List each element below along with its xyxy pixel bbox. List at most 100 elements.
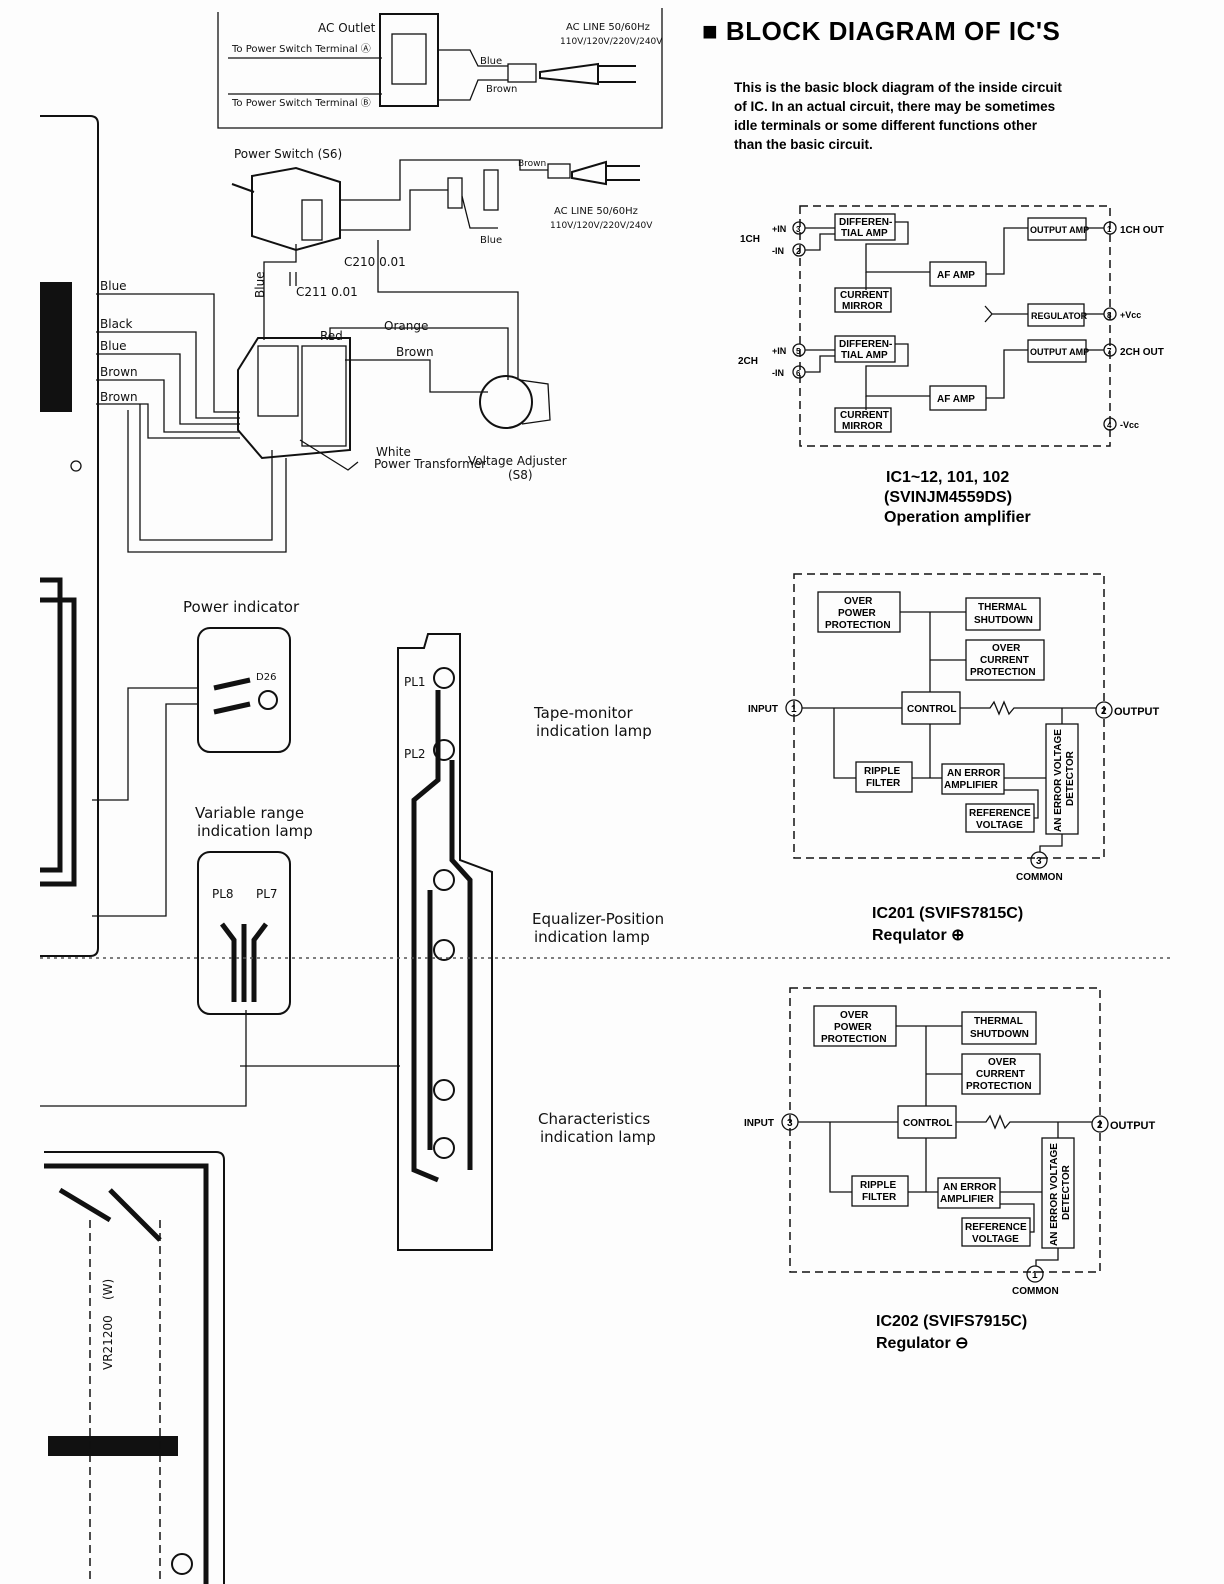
regulator-block xyxy=(1027,303,1085,327)
voltage-adjuster[interactable] xyxy=(479,375,533,429)
voltage-adjuster-body xyxy=(519,379,551,425)
harness-wire-5 xyxy=(96,403,240,439)
wire-blue-1 xyxy=(438,49,508,67)
ic201-block-diagram: OVER POWER PROTECTION THERMAL SHUTDOWN O… xyxy=(748,573,1160,944)
ic201-over-current-l3: PROTECTION xyxy=(970,667,1036,678)
c210-label: C210 0.01 xyxy=(344,255,406,269)
ic201-reference-l2: VOLTAGE xyxy=(976,820,1023,831)
ic202-over-power-l1: OVER xyxy=(840,1010,869,1021)
vr-label: VR21200 xyxy=(101,1315,115,1370)
characteristics-label-1: Characteristics xyxy=(538,1110,650,1128)
ic201-reference-l1: REFERENCE xyxy=(969,808,1031,819)
lamp-boards: Power indicator D26 Variable range indic… xyxy=(40,598,1170,1584)
power-indicator-pcb xyxy=(197,627,291,753)
wire-blue-vertical-label: Blue xyxy=(253,271,267,298)
lower-pcb-trace-1 xyxy=(44,1163,209,1584)
ic202-over-current-l2: CURRENT xyxy=(976,1069,1025,1080)
ic202-thermal-l1: THERMAL xyxy=(974,1016,1023,1027)
ac-line-voltages-2: 110V/120V/220V/240V xyxy=(550,221,653,231)
voltage-adjuster-label: Voltage Adjuster xyxy=(468,454,567,468)
diff-amp-1-l2: TIAL AMP xyxy=(841,228,888,239)
ic202-control-label: CONTROL xyxy=(903,1118,952,1129)
lower-pcb-trace-2 xyxy=(58,1187,162,1242)
main-pcb-trace-2 xyxy=(40,597,77,887)
ac-outlet-label: AC Outlet xyxy=(318,21,376,35)
opamp-vcc-plus: +Vcc xyxy=(1120,310,1141,320)
ic202-ripple-l1: RIPPLE xyxy=(860,1180,896,1191)
wire-brown-label-1: Brown xyxy=(486,84,517,95)
lamp-pl2 xyxy=(433,739,455,761)
harness-wire-1 xyxy=(96,293,240,413)
opamp-ch1-label: 1CH xyxy=(740,234,760,245)
opamp-diff1-wire xyxy=(865,221,930,273)
regulator-label: REGULATOR xyxy=(1031,311,1088,321)
tape-monitor-label-2: indication lamp xyxy=(536,722,652,740)
ic201-over-power-l1: OVER xyxy=(844,596,873,607)
harness-wire-4 xyxy=(96,379,240,433)
af-amp-2-label: AF AMP xyxy=(937,394,975,405)
ac-outlet-socket xyxy=(391,33,427,85)
lamp-strip-trace-1 xyxy=(411,690,441,1183)
lamp-pl1 xyxy=(433,667,455,689)
regulator-in-wire xyxy=(984,305,1028,323)
opamp-af1-wire xyxy=(986,227,1028,275)
af-amp-1-label: AF AMP xyxy=(937,270,975,281)
opamp-caption-3: Operation amplifier xyxy=(884,509,1031,526)
opamp-af2-wire xyxy=(986,349,1028,399)
power-indicator-traces xyxy=(213,677,251,715)
ic202-error-amp-l1: AN ERROR xyxy=(943,1182,997,1193)
wire-brown-2 xyxy=(340,159,548,201)
current-mirror-2-l2: MIRROR xyxy=(842,421,883,432)
ic201-error-amp-l2: AMPLIFIER xyxy=(944,780,999,791)
ic202-input-label: INPUT xyxy=(744,1118,774,1129)
wire-brown-label-3: Brown xyxy=(396,345,434,359)
ic201-control-label: CONTROL xyxy=(907,704,956,715)
opamp-out2-label: 2CH OUT xyxy=(1120,347,1164,358)
vr-w-label: (W) xyxy=(101,1279,115,1300)
ac-outlet-body xyxy=(379,13,439,107)
ic201-ripple xyxy=(855,761,913,793)
pl8-label: PL8 xyxy=(212,887,234,901)
ic201-thermal-l1: THERMAL xyxy=(978,602,1027,613)
wire-variable-range xyxy=(40,1010,247,1107)
wire-brown-label-2: Brown xyxy=(518,159,546,169)
wire-orange xyxy=(329,327,509,380)
main-pcb-hole xyxy=(70,460,82,472)
lamp-strip-trace-2 xyxy=(449,760,473,1170)
ac-plug-1 xyxy=(539,62,599,86)
ic201-error-amp xyxy=(941,763,1005,795)
wire-c210 xyxy=(377,240,519,378)
opamp-pin-7-num: 7 xyxy=(1107,347,1112,356)
ic201-output-label: OUTPUT xyxy=(1114,706,1160,718)
output-amp-2-label: OUTPUT AMP xyxy=(1030,347,1089,357)
ic202-reference-l2: VOLTAGE xyxy=(972,1234,1019,1245)
ic201-pin-common xyxy=(1030,851,1048,869)
ic202-ripple-wire xyxy=(829,1122,852,1193)
characteristics-label-2: indication lamp xyxy=(540,1128,656,1146)
section-intro: This is the basic block diagram of the i… xyxy=(734,80,1062,152)
ic202-ripple xyxy=(851,1175,909,1207)
ac-line-label-2: AC LINE 50/60Hz xyxy=(554,206,638,217)
wire-switch-terminal xyxy=(340,189,448,231)
lamp-pl6 xyxy=(433,1137,455,1159)
wire-white-label: White xyxy=(376,445,411,459)
opamp-pin-7 xyxy=(1103,343,1117,357)
voltage-adjuster-ref: (S8) xyxy=(508,468,533,482)
opamp-pin-1 xyxy=(1103,221,1117,235)
wire-red-label: Red xyxy=(320,329,343,343)
diff-amp-1-l1: DIFFEREN- xyxy=(839,217,892,228)
ic201-over-current-l1: OVER xyxy=(992,643,1021,654)
ic201-thermal-l2: SHUTDOWN xyxy=(974,615,1033,626)
main-pcb-connector xyxy=(40,282,72,412)
opamp-pin-8 xyxy=(1103,307,1117,321)
harness-brown-label-2: Brown xyxy=(100,390,138,404)
opamp-in1-wires xyxy=(805,227,835,251)
ic202-error-wires xyxy=(1000,1191,1042,1233)
ic202-pin-out xyxy=(1091,1115,1109,1133)
opamp-pin-1-num: 1 xyxy=(1107,225,1112,234)
lamp-pl4 xyxy=(433,939,455,961)
lamp-pl3 xyxy=(433,869,455,891)
ic201-detector-l1: AN ERROR VOLTAGE xyxy=(1053,729,1064,832)
wire-blue-label-1: Blue xyxy=(480,56,502,67)
